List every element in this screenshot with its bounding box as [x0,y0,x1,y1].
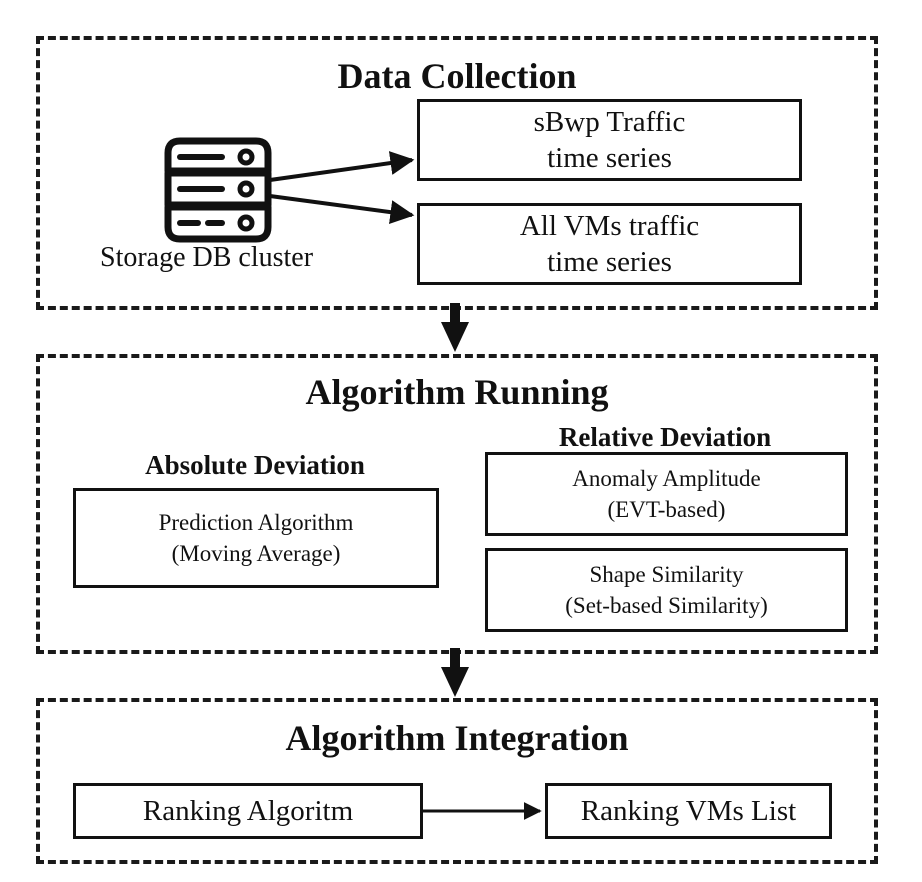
absolute-deviation-heading: Absolute Deviation [145,450,365,480]
shape-similarity-line2: (Set-based Similarity) [565,593,768,618]
shape-similarity-box: Shape Similarity (Set-based Similarity) [485,548,848,632]
anomaly-amplitude-box: Anomaly Amplitude (EVT-based) [485,452,848,536]
sbwp-traffic-line1: sBwp Traffic [533,106,686,138]
arrow-db-to-all-vms [269,194,415,225]
anomaly-amplitude-line2: (EVT-based) [607,497,726,522]
all-vms-traffic-line1: All VMs traffic [519,210,700,242]
ranking-algorithm-label: Ranking Algoritm [142,795,354,827]
arrow-db-to-sbwp [269,151,415,182]
ranking-algorithm-box: Ranking Algoritm [73,783,423,839]
algorithm-integration-section: Algorithm Integration [36,698,878,864]
ranking-vms-list-box: Ranking VMs List [545,783,832,839]
relative-deviation-heading: Relative Deviation [558,422,772,452]
ranking-vms-list-label: Ranking VMs List [580,795,797,827]
prediction-algorithm-line1: Prediction Algorithm [158,510,354,535]
down-arrow-1 [441,303,469,352]
database-icon [162,137,274,245]
storage-db-label: Storage DB cluster [100,242,314,273]
anomaly-amplitude-line1: Anomaly Amplitude [572,466,761,491]
all-vms-traffic-box: All VMs traffic time series [417,203,802,285]
data-collection-title: Data Collection [337,56,577,96]
sbwp-traffic-line2: time series [547,142,672,174]
all-vms-traffic-line2: time series [547,246,672,278]
down-arrow-2 [441,648,469,697]
shape-similarity-line1: Shape Similarity [589,562,744,587]
algorithm-integration-title: Algorithm Integration [285,718,629,758]
prediction-algorithm-line2: (Moving Average) [171,541,341,566]
prediction-algorithm-box: Prediction Algorithm (Moving Average) [73,488,439,588]
sbwp-traffic-box: sBwp Traffic time series [417,99,802,181]
algorithm-running-title: Algorithm Running [305,372,609,412]
